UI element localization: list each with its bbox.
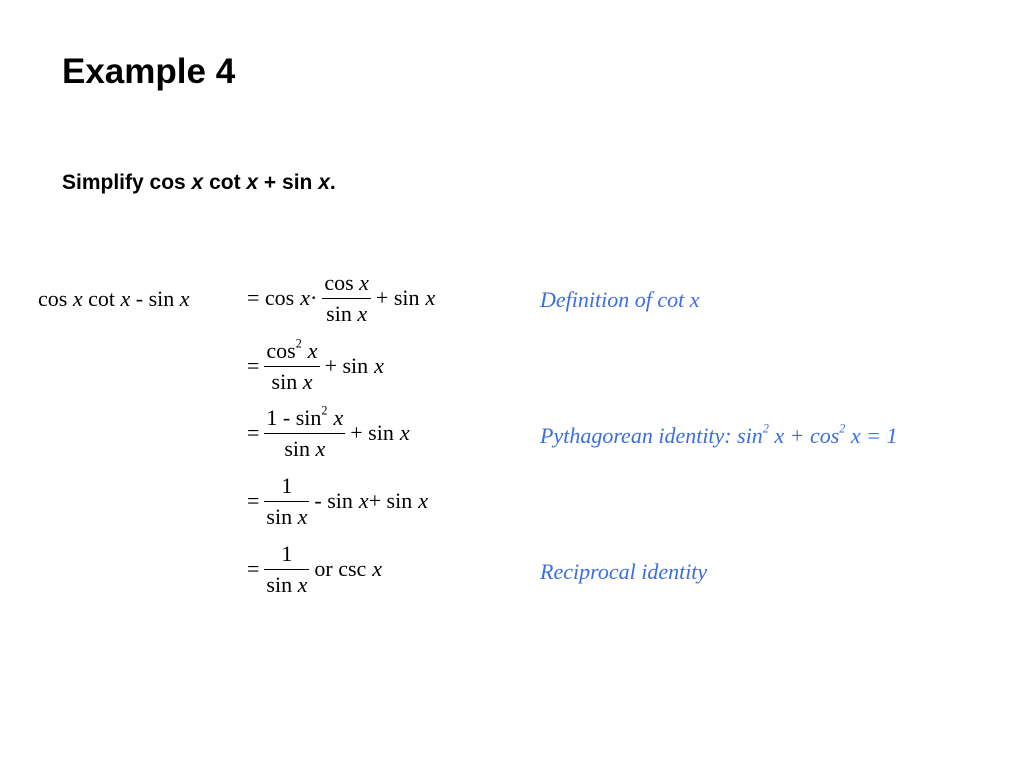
equals-sign: = <box>247 420 260 446</box>
den-var: x <box>297 572 308 597</box>
num-text: 1 - sin <box>266 405 322 430</box>
step-text: - sin <box>314 488 353 514</box>
fraction-bar <box>264 432 346 434</box>
num-var: x <box>307 338 318 363</box>
note-text: x = 1 <box>845 423 898 448</box>
equals-sign: = <box>247 556 260 582</box>
exponent: 2 <box>321 403 328 418</box>
denominator: sin x <box>270 368 315 396</box>
step-var: x <box>358 488 369 514</box>
exponent: 2 <box>295 336 302 351</box>
equals-sign: = <box>247 488 260 514</box>
numerator: 1 <box>281 473 293 498</box>
problem-var: x <box>318 171 330 194</box>
problem-text: Simplify cos <box>62 171 192 194</box>
note-exponent: 2 <box>762 421 769 436</box>
den-text: sin <box>326 301 358 326</box>
lhs-var: x <box>72 286 83 311</box>
denominator: sin x <box>264 503 309 531</box>
denominator: sin x <box>264 571 309 599</box>
step-text: + sin <box>368 488 413 514</box>
num-text: cos <box>266 338 296 363</box>
note-text: x + cos <box>768 423 840 448</box>
step-var: x <box>374 353 384 379</box>
den-var: x <box>297 504 308 529</box>
den-text: sin <box>271 369 303 394</box>
num-text: cos <box>324 270 360 295</box>
step-var: x <box>300 285 310 311</box>
lhs-var: x <box>179 286 190 311</box>
note-exponent: 2 <box>839 421 846 436</box>
step-5: = 1 sin x or csc x <box>247 540 382 599</box>
step-text: + sin <box>324 353 369 379</box>
den-text: sin <box>284 436 316 461</box>
den-var: x <box>357 301 368 326</box>
problem-var: x <box>246 171 259 194</box>
step-var: x <box>418 488 428 514</box>
problem-text: cot <box>203 171 247 194</box>
num-var: x <box>333 405 344 430</box>
step-text: = cos <box>247 285 295 311</box>
num-var: x <box>359 270 369 295</box>
numerator: 1 <box>281 541 293 566</box>
note-reciprocal-identity: Reciprocal identity <box>540 559 708 584</box>
dot-operator: · <box>310 285 318 311</box>
fraction: cos x sin x <box>322 269 371 328</box>
note-pythagorean-identity: Pythagorean identity: sin2 x + cos2 x = … <box>540 423 897 449</box>
step-var: x <box>425 285 436 311</box>
den-text: sin <box>266 504 298 529</box>
denominator: sin x <box>282 435 327 463</box>
fraction-bar <box>264 568 310 570</box>
lhs-text: cos <box>38 286 73 311</box>
problem-text: . <box>329 171 336 194</box>
lhs-text: - sin <box>130 286 180 311</box>
slide-title: Example 4 <box>62 52 236 91</box>
den-var: x <box>302 369 313 394</box>
fraction-bar <box>322 297 371 299</box>
numerator: cos x <box>322 269 371 297</box>
step-text: + sin <box>375 285 420 311</box>
fraction-bar <box>264 500 310 502</box>
step-4: = 1 sin x - sin x + sin x <box>247 472 428 531</box>
step-text: or csc <box>314 556 367 582</box>
note-definition-cot: Definition of cot x <box>540 287 700 312</box>
lhs-text: cot <box>82 286 121 311</box>
den-text: sin <box>266 572 298 597</box>
equals-sign: = <box>247 353 260 379</box>
equation-lhs: cos x cot x - sin x <box>38 286 190 311</box>
note-text: Pythagorean identity: sin <box>540 423 763 448</box>
step-var: x <box>399 420 410 446</box>
fraction-bar <box>264 365 320 367</box>
step-text: + sin <box>350 420 394 446</box>
problem-text: + sin <box>258 171 319 194</box>
fraction: 1 sin x <box>264 540 310 599</box>
fraction: 1 sin x <box>264 472 310 531</box>
step-1: = cos x · cos x sin x + sin x <box>247 269 435 328</box>
step-var: x <box>372 556 383 582</box>
den-var: x <box>315 436 326 461</box>
problem-statement: Simplify cos x cot x + sin x. <box>62 171 336 195</box>
problem-var: x <box>191 171 204 194</box>
lhs-var: x <box>120 286 131 311</box>
denominator: sin x <box>324 300 369 328</box>
